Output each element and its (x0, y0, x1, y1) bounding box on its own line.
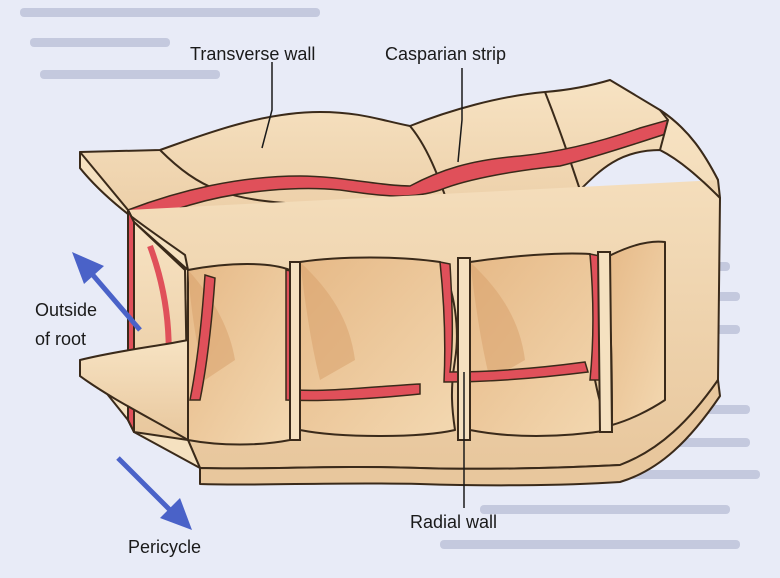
casparian-strip-label: Casparian strip (385, 44, 507, 64)
leader-lines (261, 62, 465, 508)
outside-of-root-label-line1: Outside (35, 300, 98, 320)
casparian-strip-leader (457, 68, 463, 163)
pericycle-arrow (116, 456, 192, 530)
radial-walls (289, 251, 614, 441)
bottom-surface (79, 339, 721, 487)
pericycle-label: Pericycle (128, 537, 202, 557)
outside-arrow (72, 252, 142, 332)
transverse-wall-label: Transverse wall (190, 44, 316, 64)
transverse-wall-leader (261, 62, 273, 149)
outside-of-root-label-line2: of root (35, 329, 87, 349)
radial-wall-label: Radial wall (410, 512, 498, 532)
